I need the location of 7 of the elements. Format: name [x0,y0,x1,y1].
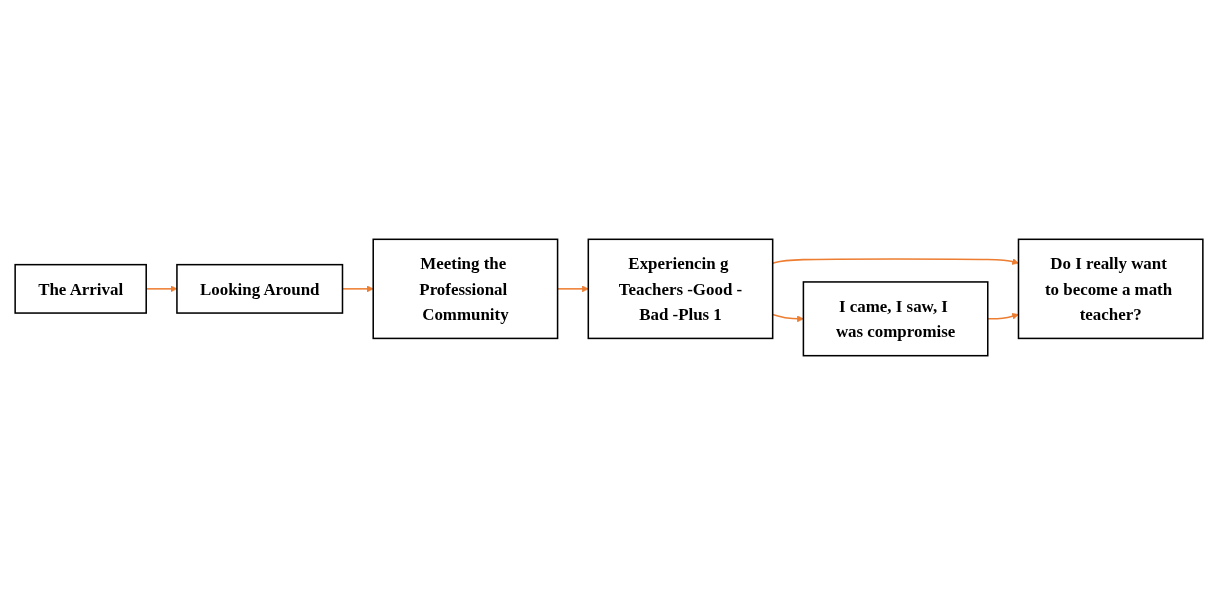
node-box: Looking Around [175,263,343,314]
node-box: I came, I saw, I was compromise [802,281,989,357]
node-box: The Arrival [13,263,147,314]
arrow [341,285,373,293]
node-box: Experiencin g Teachers -Good -Bad -Plus 1 [587,238,773,340]
node-box: Meeting the Professional Community [371,238,558,340]
node-box: Do I really want to become a math teacher? [1017,238,1204,340]
